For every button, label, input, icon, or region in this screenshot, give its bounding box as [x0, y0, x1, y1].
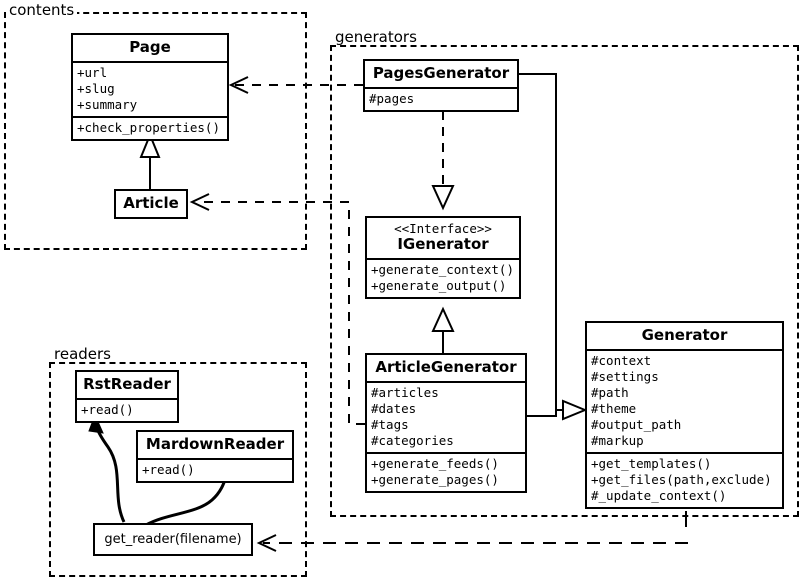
package-label-generators: generators	[332, 29, 420, 45]
attribute-row: #articles	[371, 385, 439, 400]
class-page-title: Page	[129, 38, 171, 56]
attribute-row: #output_path	[591, 417, 682, 432]
class-article-title: Article	[123, 194, 179, 212]
operation-row: +read()	[142, 462, 195, 477]
attribute-row: #tags	[371, 417, 409, 432]
class-articlegenerator-attributes: #articles #dates #tags #categories	[367, 381, 525, 452]
package-label-readers: readers	[51, 346, 114, 362]
attribute-row: +url	[77, 65, 108, 80]
class-generator-operations: +get_templates() +get_files(path,exclude…	[587, 452, 782, 507]
operation-row: +generate_feeds()	[371, 456, 499, 471]
operation-row: +get_files(path,exclude)	[591, 472, 772, 487]
edge-article-inherits-page	[139, 132, 161, 190]
attribute-row: #theme	[591, 401, 637, 416]
operation-row: +read()	[81, 402, 134, 417]
operation-row: +get_templates()	[591, 456, 712, 471]
class-pagesgenerator-title: PagesGenerator	[372, 64, 510, 82]
class-rstreader[interactable]: RstReader +read()	[75, 370, 179, 423]
package-frame-generators	[330, 45, 799, 517]
attribute-row: +summary	[77, 97, 138, 112]
class-pagesgenerator-attributes: #pages	[365, 87, 517, 110]
class-rstreader-title: RstReader	[83, 375, 171, 393]
attribute-row: #pages	[369, 91, 415, 106]
class-mardownreader-title: MardownReader	[145, 435, 285, 453]
class-generator[interactable]: Generator #context #settings #path #them…	[585, 321, 784, 509]
edge-pagesgenerator-realizes-igenerator	[431, 111, 455, 211]
operation-row: +check_properties()	[77, 120, 220, 135]
operation-row: +generate_output()	[371, 278, 507, 293]
class-igenerator-title: IGenerator	[397, 235, 489, 253]
operation-row: #_update_context()	[591, 488, 727, 503]
edge-pagesgenerator-depends-page	[228, 76, 363, 94]
class-igenerator[interactable]: <<Interface>> IGenerator +generate_conte…	[365, 216, 521, 299]
attribute-row: +slug	[77, 81, 115, 96]
package-frame-readers	[49, 362, 307, 577]
attribute-row: #context	[591, 353, 652, 368]
class-get-reader-title: get_reader(filename)	[104, 532, 242, 547]
class-page-attributes: +url +slug +summary	[73, 61, 227, 116]
class-igenerator-header: <<Interface>> IGenerator	[367, 218, 519, 258]
package-frame-contents	[4, 12, 307, 250]
attribute-row: #markup	[591, 433, 644, 448]
attribute-row: #settings	[591, 369, 659, 384]
class-mardownreader-operations: +read()	[138, 458, 292, 481]
class-mardownreader[interactable]: MardownReader +read()	[136, 430, 294, 483]
class-generator-title: Generator	[641, 326, 728, 344]
package-label-contents: contents	[6, 2, 78, 18]
class-generator-attributes: #context #settings #path #theme #output_…	[587, 349, 782, 452]
class-page[interactable]: Page +url +slug +summary +check_properti…	[71, 33, 229, 141]
class-igenerator-stereotype: <<Interface>>	[394, 221, 492, 236]
class-article[interactable]: Article	[114, 189, 188, 219]
class-rstreader-operations: +read()	[77, 398, 177, 421]
class-articlegenerator-title: ArticleGenerator	[375, 358, 517, 376]
class-pagesgenerator[interactable]: PagesGenerator #pages	[363, 59, 519, 112]
edge-generator-depends-get_reader	[256, 511, 688, 552]
attribute-row: #categories	[371, 433, 454, 448]
edge-articlegenerator-realizes-igenerator	[431, 306, 455, 355]
attribute-row: #dates	[371, 401, 417, 416]
operation-row: +generate_pages()	[371, 472, 499, 487]
attribute-row: #path	[591, 385, 629, 400]
class-igenerator-operations: +generate_context() +generate_output()	[367, 258, 519, 297]
class-get-reader[interactable]: get_reader(filename)	[93, 523, 253, 556]
edge-pagesgenerator-inherits-generator	[519, 73, 557, 410]
class-articlegenerator[interactable]: ArticleGenerator #articles #dates #tags …	[365, 353, 527, 493]
class-articlegenerator-operations: +generate_feeds() +generate_pages()	[367, 452, 525, 491]
edge-articlegenerator-depends-article	[189, 193, 365, 425]
operation-row: +generate_context()	[371, 262, 514, 277]
edge-get_reader-creates-rstreader	[88, 413, 126, 523]
edge-articlegenerator-inherits-generator	[527, 399, 588, 421]
class-page-operations: +check_properties()	[73, 116, 227, 139]
